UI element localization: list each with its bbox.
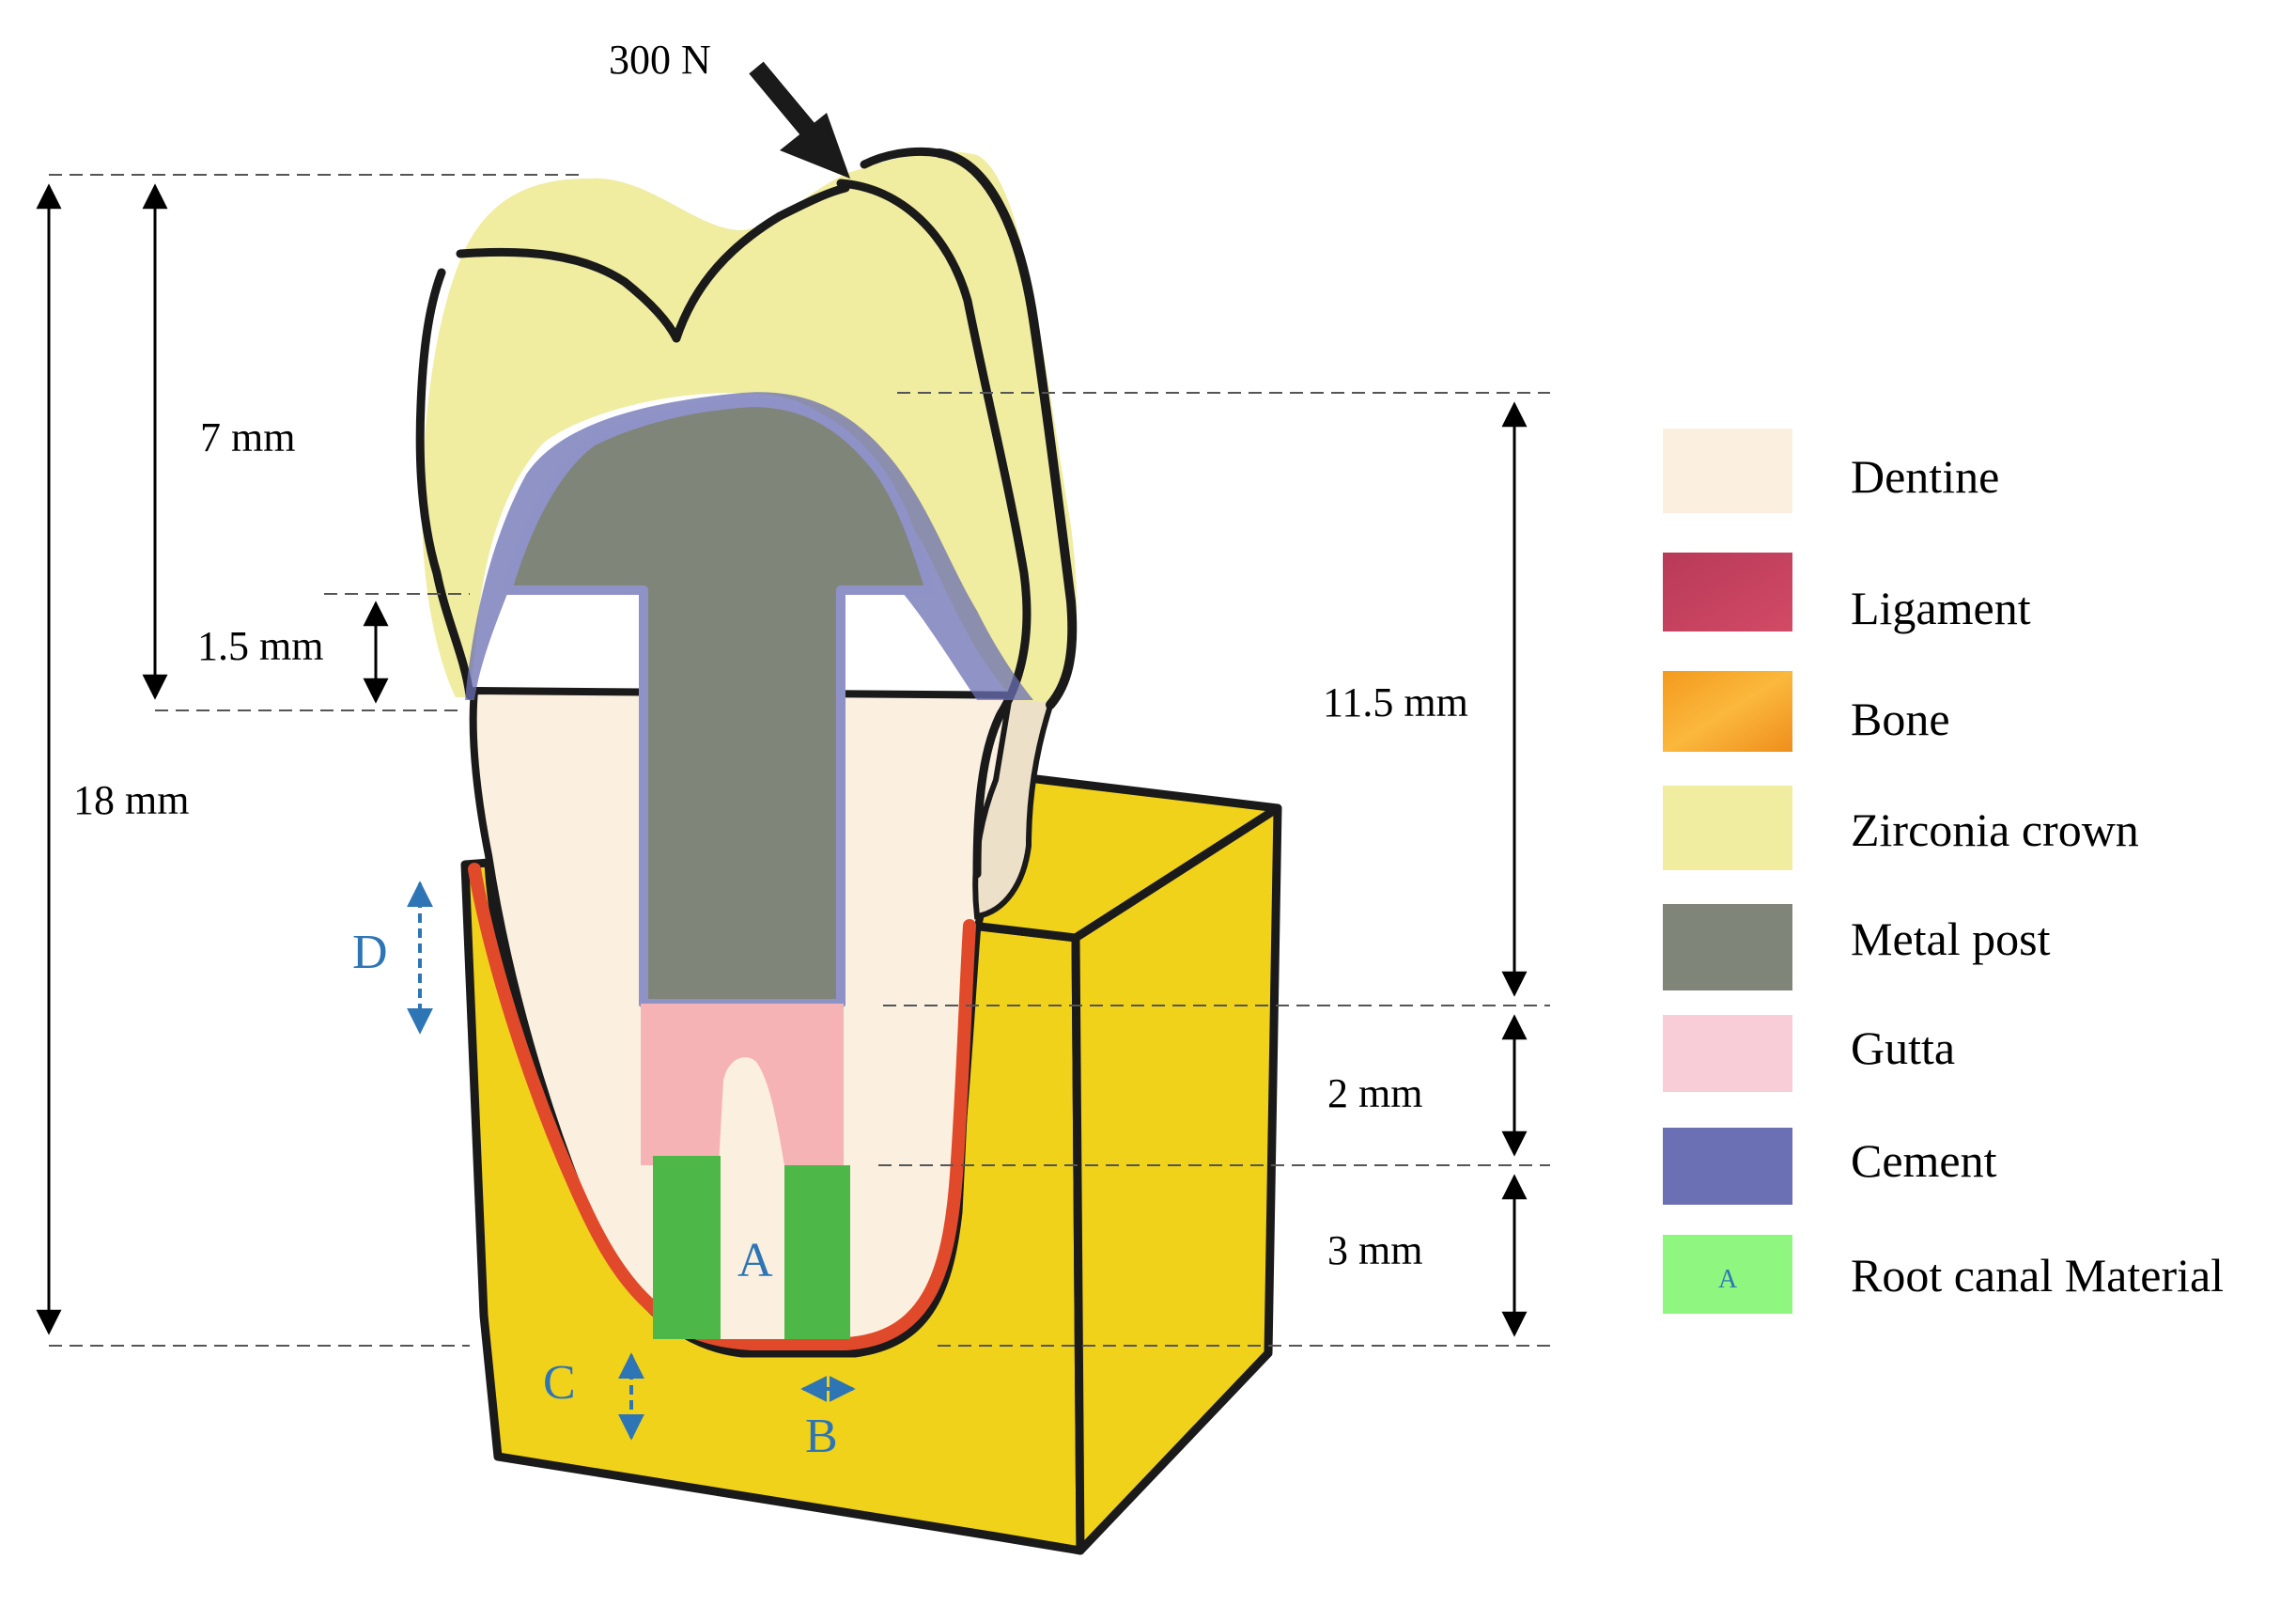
- ligament-line: [468, 863, 976, 1350]
- legend-item-gutta: Gutta: [1663, 1015, 1955, 1092]
- legend-item-cement: Cement: [1663, 1128, 1997, 1205]
- occlusal-groove-left: [456, 247, 681, 343]
- legend-swatch-bone: [1663, 671, 1792, 752]
- force-arrow: [749, 61, 850, 179]
- legend-label-gutta: Gutta: [1851, 1021, 1955, 1074]
- legend-label-bone: Bone: [1851, 693, 1950, 745]
- legend-swatch-gutta: [1663, 1015, 1792, 1092]
- dimension-arrows: [36, 183, 1528, 1337]
- label-crown-height: 7 mm: [200, 414, 295, 460]
- legend-label-dentine: Dentine: [1851, 450, 1999, 503]
- marker-a-label: A: [737, 1234, 773, 1287]
- legend-label-zirconia-crown: Zirconia crown: [1851, 803, 2139, 856]
- label-ferrule: 1.5 mm: [197, 623, 323, 669]
- legend-item-dentine: Dentine: [1663, 429, 1999, 513]
- legend-swatch-cement: [1663, 1128, 1792, 1205]
- legend-item-zirconia-crown: Zirconia crown: [1663, 786, 2139, 870]
- legend-item-bone: Bone: [1663, 671, 1950, 752]
- legend-swatch-dentine: [1663, 429, 1792, 513]
- legend-swatch-text-root-canal-material: A: [1718, 1265, 1738, 1294]
- zirconia-crown: [422, 151, 1077, 703]
- crown-outline-inner-right: [836, 179, 1032, 879]
- root-canal-material-right: [784, 1165, 850, 1339]
- legend-item-ligament: Ligament: [1663, 553, 2031, 634]
- legend-swatch-ligament: [1663, 553, 1792, 631]
- legend-swatch-zirconia-crown: [1663, 786, 1792, 870]
- crown-outline-right: [935, 148, 1078, 709]
- label-total-height: 18 mm: [73, 777, 189, 823]
- label-post-length: 11.5 mm: [1323, 679, 1468, 725]
- legend-label-root-canal-material: Root canal Material: [1851, 1249, 2224, 1302]
- legend-item-metal-post: Metal post: [1663, 904, 2051, 990]
- legend-swatch-metal-post: [1663, 904, 1792, 990]
- bone-block-side: [1071, 803, 1282, 1555]
- legend-swatch-root-canal-material: [1663, 1235, 1792, 1314]
- metal-post: [503, 398, 935, 1008]
- legend-label-cement: Cement: [1851, 1134, 1997, 1187]
- marker-arrows: [407, 881, 644, 1441]
- legend-label-metal-post: Metal post: [1851, 912, 2051, 965]
- label-apical-length: 3 mm: [1327, 1227, 1422, 1273]
- apical-dentine-cone: [719, 1057, 784, 1339]
- legend-label-ligament: Ligament: [1851, 582, 2031, 634]
- label-gutta-length: 2 mm: [1327, 1070, 1422, 1116]
- occlusal-groove-right: [672, 183, 850, 343]
- marker-d-label: D: [352, 926, 388, 979]
- force-label: 300 N: [609, 37, 711, 83]
- crown-outline-left: [415, 268, 474, 700]
- dimension-guides: [49, 174, 1550, 1347]
- crown-cusp-right-outline: [860, 147, 944, 169]
- marker-b-label: B: [805, 1410, 838, 1463]
- legend-item-root-canal-material: A Root canal Material: [1663, 1235, 2224, 1314]
- legend: Dentine Ligament Bone Zirconia crown Met…: [1663, 429, 2224, 1314]
- root-canal-material-left: [653, 1156, 721, 1339]
- marker-c-label: C: [543, 1356, 576, 1410]
